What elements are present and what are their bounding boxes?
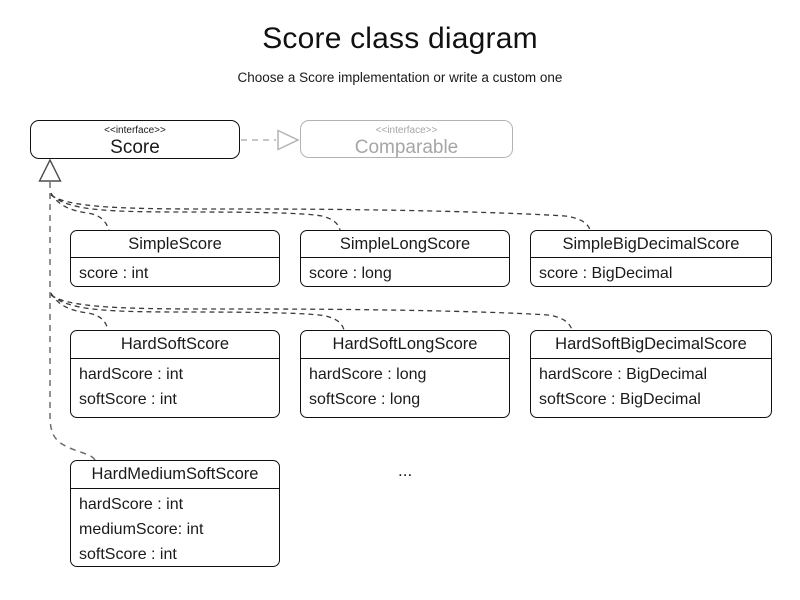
attribute: hardScore : BigDecimal [539, 366, 708, 383]
class-box-simplelongscore: SimpleLongScore score : long [300, 230, 510, 287]
class-name: SimpleScore [71, 231, 279, 258]
attribute: softScore : int [79, 391, 177, 408]
realization-connector-hardsoftlongscore [50, 293, 345, 331]
comparable-name: Comparable [354, 137, 459, 158]
class-name: HardMediumSoftScore [71, 461, 279, 489]
class-box-hardmediumsoftscore: HardMediumSoftScore hardScore : int medi… [70, 460, 280, 567]
class-attributes: hardScore : int mediumScore: int softSco… [71, 489, 279, 567]
page-subtitle: Choose a Score implementation or write a… [237, 70, 563, 85]
realization-connector-simplescore [50, 192, 110, 231]
class-attributes: hardScore : BigDecimal softScore : BigDe… [531, 359, 771, 412]
class-box-hardsoftlongscore: HardSoftLongScore hardScore : long softS… [300, 330, 510, 418]
attribute: hardScore : int [79, 366, 184, 383]
interface-box-comparable: <<interface>> Comparable [300, 120, 513, 158]
class-name: SimpleBigDecimalScore [531, 231, 771, 258]
interface-box-score: <<interface>> Score [30, 120, 240, 159]
realization-connector-hardsoftbigdecimalscore [50, 294, 573, 331]
page-title: Score class diagram [262, 22, 538, 55]
class-box-simplebigdecimalscore: SimpleBigDecimalScore score : BigDecimal [530, 230, 772, 287]
attribute: score : long [309, 265, 392, 282]
score-stereotype: <<interface>> [104, 125, 166, 136]
class-attributes: score : long [301, 258, 509, 286]
class-box-hardsoftbigdecimalscore: HardSoftBigDecimalScore hardScore : BigD… [530, 330, 772, 418]
class-name: HardSoftLongScore [301, 331, 509, 359]
attribute: mediumScore: int [79, 521, 204, 538]
realization-connector-simplelongscore [50, 193, 341, 231]
realization-connector-simplebigdecimalscore [50, 194, 591, 231]
attribute: softScore : long [309, 391, 421, 408]
class-box-hardsoftscore: HardSoftScore hardScore : int softScore … [70, 330, 280, 418]
class-attributes: score : int [71, 258, 279, 286]
class-box-simplescore: SimpleScore score : int [70, 230, 280, 287]
attribute: hardScore : long [309, 366, 427, 383]
class-name: HardSoftBigDecimalScore [531, 331, 771, 359]
class-attributes: hardScore : int softScore : int [71, 359, 279, 412]
realization-connector-hardmediumsoftscore [49, 182, 96, 461]
more-implementations-ellipsis: ... [398, 461, 413, 480]
attribute: score : BigDecimal [539, 265, 673, 282]
score-name: Score [110, 137, 160, 158]
comparable-arrowhead-icon [277, 129, 300, 151]
attribute: score : int [79, 265, 149, 282]
attribute: softScore : BigDecimal [539, 391, 701, 408]
class-name: SimpleLongScore [301, 231, 509, 258]
class-attributes: hardScore : long softScore : long [301, 359, 509, 412]
attribute: hardScore : int [79, 496, 184, 513]
attribute: softScore : int [79, 546, 177, 563]
realization-connector-hardsoftscore [50, 292, 109, 331]
class-name: HardSoftScore [71, 331, 279, 359]
class-attributes: score : BigDecimal [531, 258, 771, 286]
score-arrowhead-icon [38, 158, 62, 182]
comparable-stereotype: <<interface>> [375, 125, 438, 136]
